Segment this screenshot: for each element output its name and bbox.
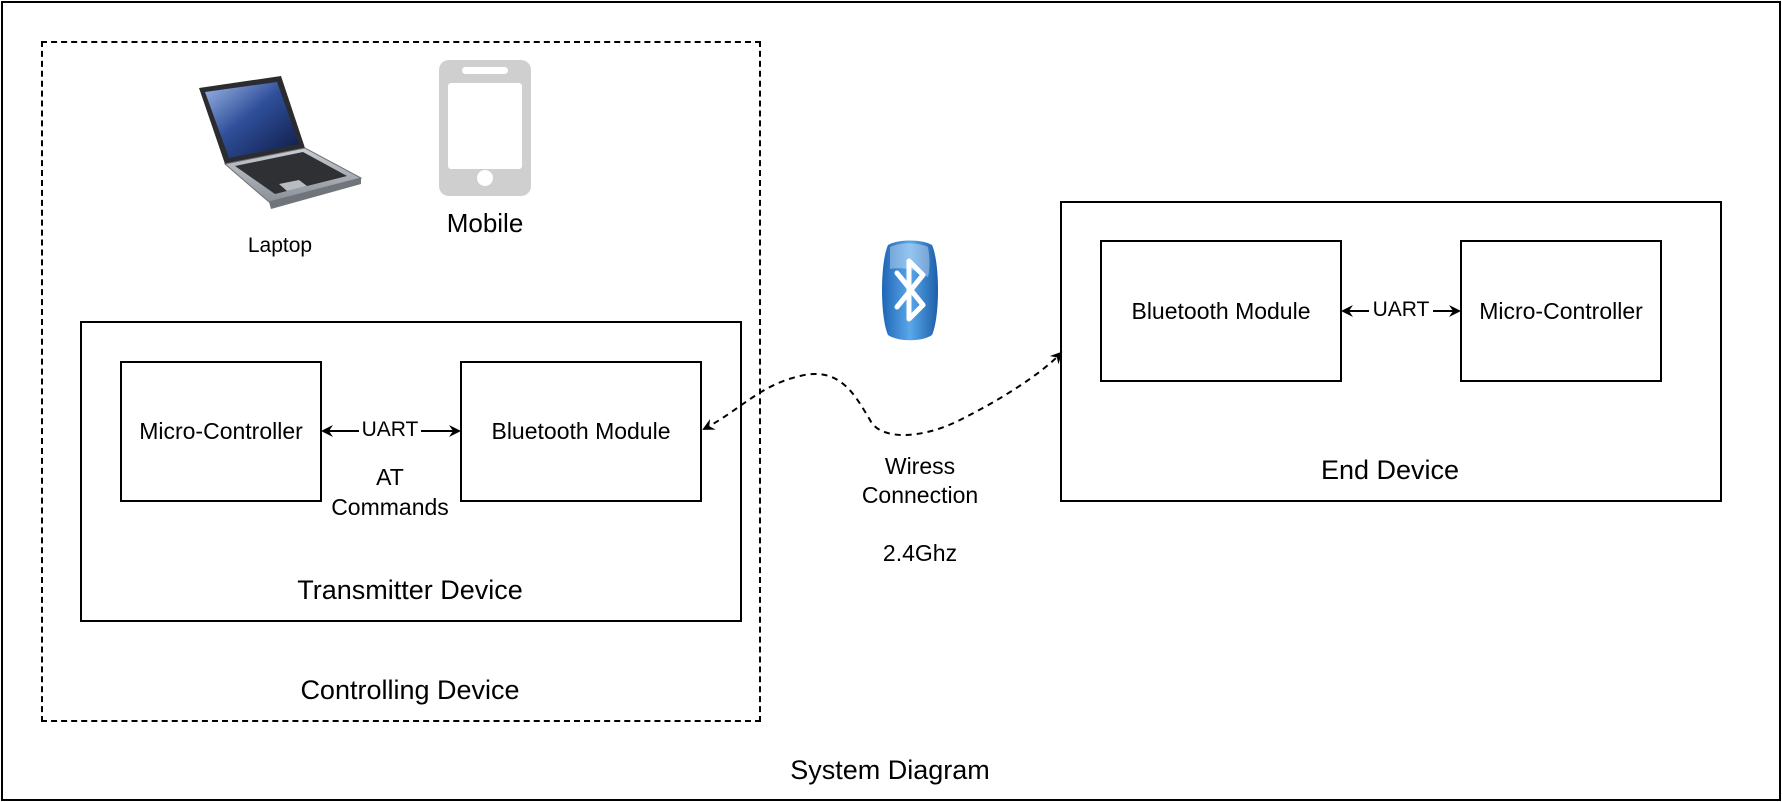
mobile-label: Mobile (446, 208, 524, 238)
frequency-label: 2.4Ghz (882, 540, 958, 566)
end-micro-controller-label: Micro-Controller (1479, 297, 1643, 324)
end-device-label: End Device (1320, 455, 1460, 485)
end-uart-label: UART (1369, 298, 1433, 322)
transmitter-micro-controller-box: Micro-Controller (120, 361, 322, 502)
transmitter-device-label: Transmitter Device (297, 575, 523, 605)
at-commands-line1: AT (376, 464, 404, 490)
laptop-icon (195, 72, 365, 212)
bluetooth-icon (878, 239, 942, 342)
transmitter-uart-label: UART (359, 418, 421, 442)
at-commands-line2: Commands (331, 494, 449, 520)
wireless-connection-label: Wiress Connection (840, 452, 1000, 510)
controlling-device-label: Controlling Device (300, 675, 520, 705)
transmitter-micro-controller-label: Micro-Controller (139, 418, 303, 444)
laptop-label: Laptop (247, 234, 313, 257)
transmitter-bluetooth-module-label: Bluetooth Module (491, 418, 671, 444)
wireless-line2: Connection (861, 482, 979, 508)
wireless-line1: Wiress (884, 453, 956, 479)
mobile-phone-icon (438, 59, 532, 197)
end-micro-controller-box: Micro-Controller (1460, 240, 1662, 382)
diagram-title: System Diagram (790, 755, 990, 785)
transmitter-bluetooth-module-box: Bluetooth Module (460, 361, 702, 502)
at-commands-label: AT Commands (310, 462, 470, 522)
end-bluetooth-module-label: Bluetooth Module (1131, 297, 1311, 324)
end-bluetooth-module-box: Bluetooth Module (1100, 240, 1342, 382)
wireless-connection-curve (702, 351, 1063, 436)
